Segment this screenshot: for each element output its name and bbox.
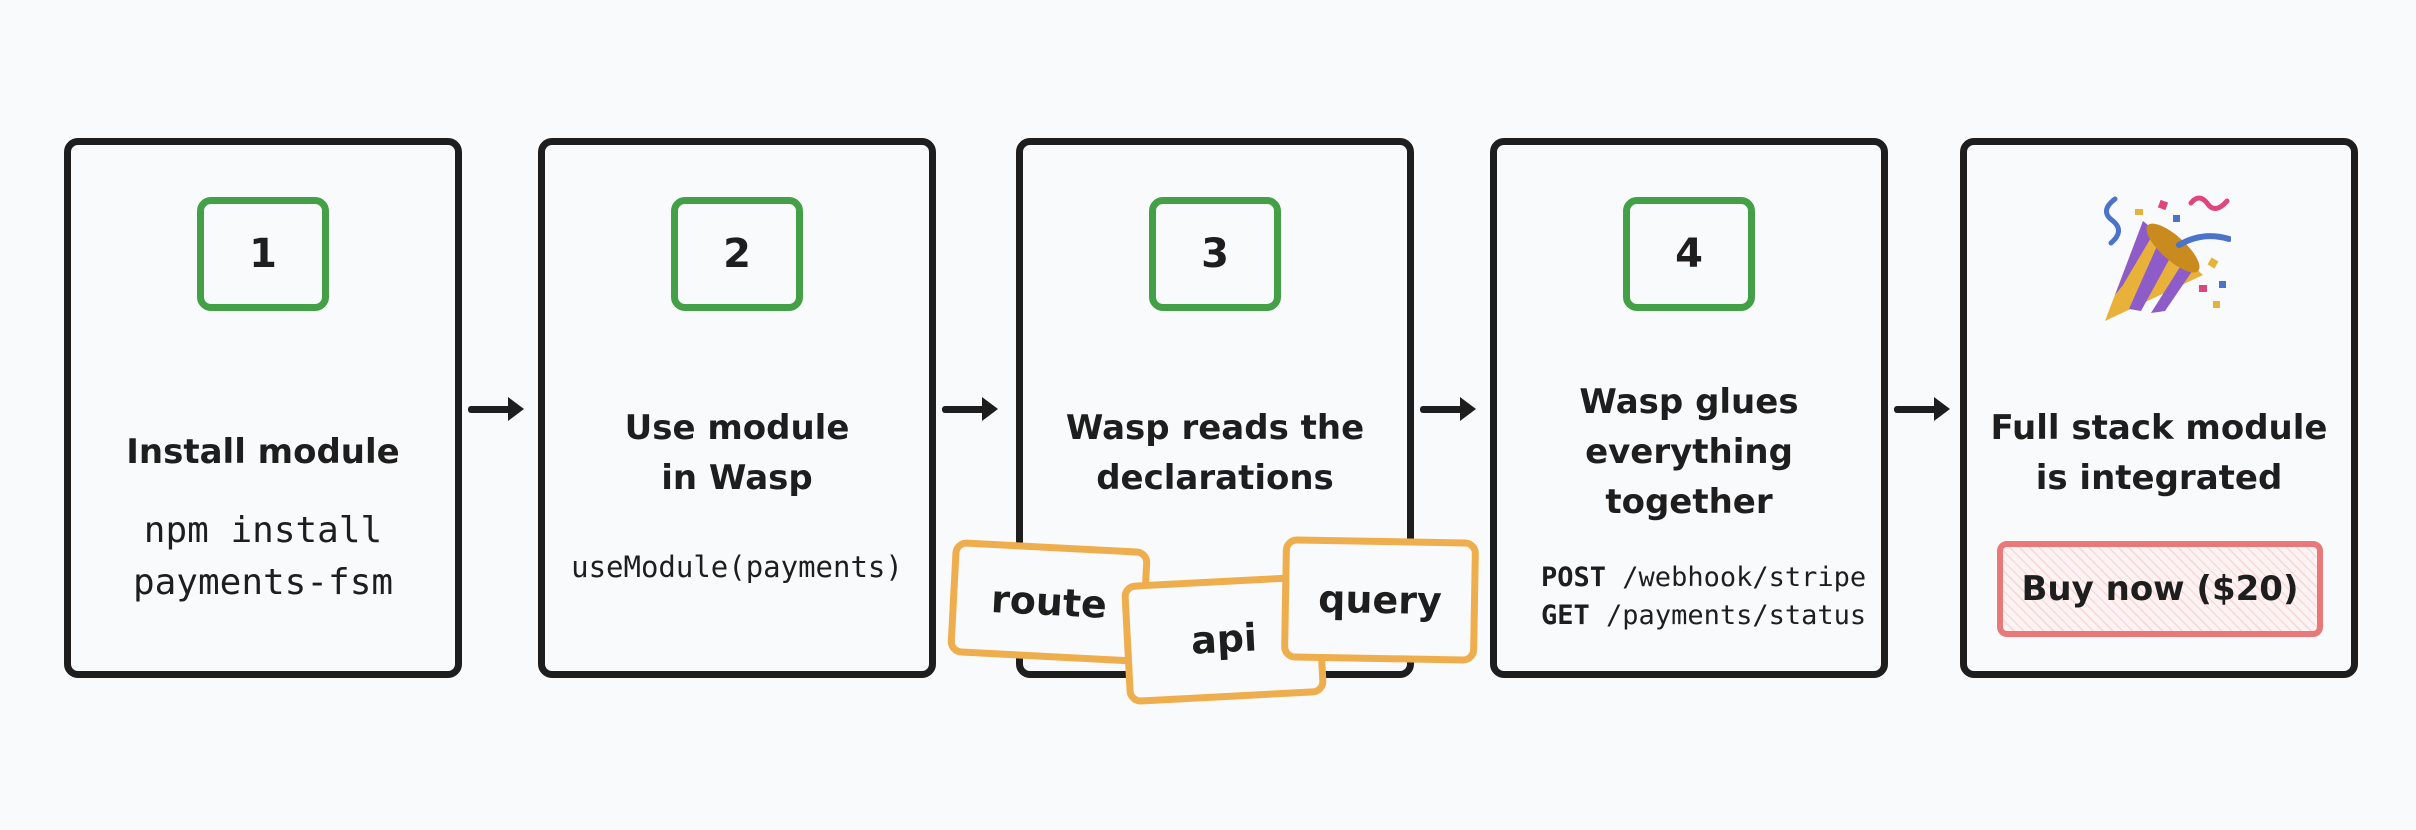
route-path: /webhook/stripe <box>1622 562 1867 593</box>
step-number-badge: 3 <box>1149 197 1281 311</box>
step-card-install: 1 Install module npm install payments-fs… <box>64 138 462 678</box>
step-card-wasp-glues: 4 Wasp glues everything together POST /w… <box>1490 138 1888 678</box>
step-title: Wasp glues everything together <box>1579 382 1799 522</box>
query-tag: query <box>1280 536 1480 664</box>
route-path: /payments/status <box>1606 600 1867 631</box>
flow-arrow <box>1894 397 1950 421</box>
route-line: GET /payments/status <box>1541 597 1866 635</box>
step-number-badge: 2 <box>671 197 803 311</box>
route-line: POST /webhook/stripe <box>1541 559 1866 597</box>
install-command: npm install payments-fsm <box>132 510 394 603</box>
buy-now-button[interactable]: Buy now ($20) <box>1997 541 2323 637</box>
step-title: Use module in Wasp <box>624 408 850 498</box>
http-method: POST <box>1541 562 1607 593</box>
step-title: Install module <box>126 432 400 472</box>
step-number-badge: 1 <box>197 197 329 311</box>
flow-arrow <box>468 397 524 421</box>
step-number-badge: 4 <box>1623 197 1755 311</box>
step-card-integrated: Full stack module is integrated Buy now … <box>1960 138 2358 678</box>
flow-arrow <box>1420 397 1476 421</box>
flow-arrow <box>942 397 998 421</box>
route-tag: route <box>947 538 1151 666</box>
step-title: Full stack module is integrated <box>1990 408 2328 498</box>
step-title: Wasp reads the declarations <box>1065 408 1365 498</box>
step-card-use-module: 2 Use module in Wasp useModule(payments) <box>538 138 936 678</box>
party-popper-icon <box>2104 195 2231 321</box>
generated-routes: POST /webhook/stripe GET /payments/statu… <box>1541 559 1866 635</box>
http-method: GET <box>1541 600 1590 631</box>
use-module-code: useModule(payments) <box>571 550 903 584</box>
